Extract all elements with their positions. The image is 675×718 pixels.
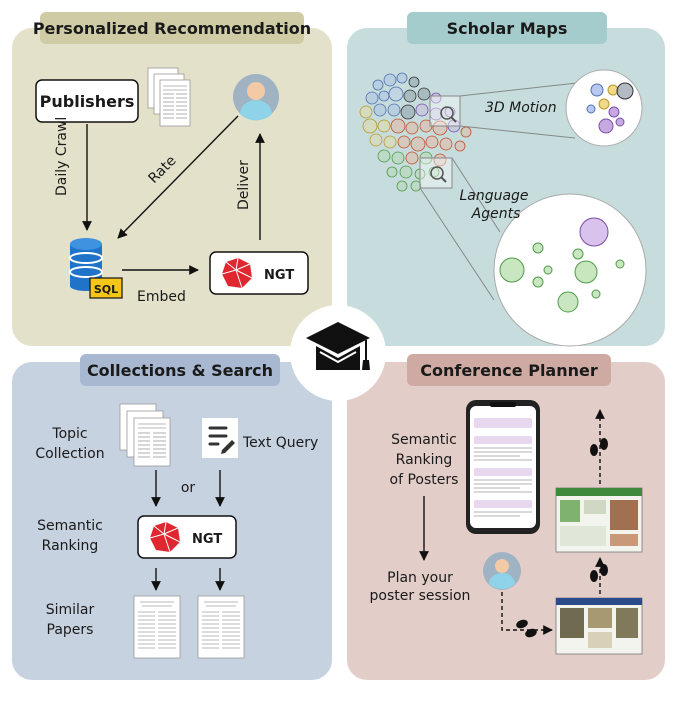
- selection-box-3d: [429, 95, 461, 127]
- plan-your-label: Plan your: [387, 570, 453, 586]
- title-scholar-maps: Scholar Maps: [407, 12, 607, 44]
- ngt-box-search: NGT: [137, 515, 237, 559]
- svg-text:NGT: NGT: [192, 532, 222, 547]
- magnifier-icon-2: [430, 166, 444, 180]
- zoom-circle-language: [493, 193, 647, 347]
- deliver-label: Deliver: [236, 160, 252, 210]
- svg-text:Scholar Maps: Scholar Maps: [447, 19, 568, 38]
- text-query-icon: [202, 418, 238, 458]
- magnifier-icon: [440, 106, 454, 120]
- title-personalized: Personalized Recommendation: [33, 12, 311, 44]
- semantic-label-2: Semantic: [391, 432, 457, 448]
- selection-box-language: [419, 157, 453, 189]
- zoom-circle-3d: [565, 69, 643, 147]
- title-conference: Conference Planner: [407, 354, 611, 386]
- footprints-icon: [516, 619, 537, 638]
- papers-label: Papers: [47, 622, 94, 638]
- daily-crawl-label: Daily Crawl: [54, 117, 70, 196]
- ranking-label: Ranking: [42, 538, 99, 554]
- svg-text:Personalized Recommendation: Personalized Recommendation: [33, 19, 311, 38]
- label-agents: Agents: [471, 206, 521, 222]
- poster-session-label: poster session: [370, 588, 471, 604]
- or-label: or: [181, 480, 196, 496]
- topic-label: Topic: [51, 426, 87, 442]
- svg-text:Conference Planner: Conference Planner: [420, 361, 598, 380]
- ngt-box: NGT: [209, 251, 309, 295]
- similar-paper-1: [133, 595, 181, 659]
- poster-bottom: [555, 597, 643, 655]
- smartphone-icon: [466, 400, 540, 534]
- label-3d-motion: 3D Motion: [485, 100, 557, 116]
- similar-paper-2: [197, 595, 245, 659]
- label-language: Language: [459, 188, 528, 204]
- user-avatar-icon-2: [483, 552, 521, 590]
- footprints-icon-3: [590, 438, 608, 456]
- text-query-label: Text Query: [242, 435, 318, 451]
- title-collections: Collections & Search: [80, 354, 280, 386]
- svg-text:Publishers: Publishers: [40, 92, 135, 111]
- ranking-label-2: Ranking: [396, 452, 453, 468]
- user-avatar-icon: [233, 74, 279, 121]
- embed-label: Embed: [137, 289, 186, 305]
- topic-paper-stack: [119, 403, 171, 467]
- poster-top: [555, 487, 643, 553]
- collection-label: Collection: [35, 446, 104, 462]
- of-posters-label: of Posters: [390, 472, 459, 488]
- semantic-label: Semantic: [37, 518, 103, 534]
- similar-label: Similar: [46, 602, 95, 618]
- svg-text:NGT: NGT: [264, 268, 294, 283]
- svg-text:Collections & Search: Collections & Search: [87, 361, 273, 380]
- sql-badge: SQL: [89, 277, 123, 299]
- svg-text:SQL: SQL: [94, 283, 118, 296]
- publishers-box: Publishers: [35, 79, 139, 123]
- footprints-icon-2: [590, 564, 608, 582]
- scatter-cluster: [359, 72, 472, 192]
- paper-stack-thumbnail: [147, 67, 191, 127]
- graduation-cap-icon: [290, 305, 386, 401]
